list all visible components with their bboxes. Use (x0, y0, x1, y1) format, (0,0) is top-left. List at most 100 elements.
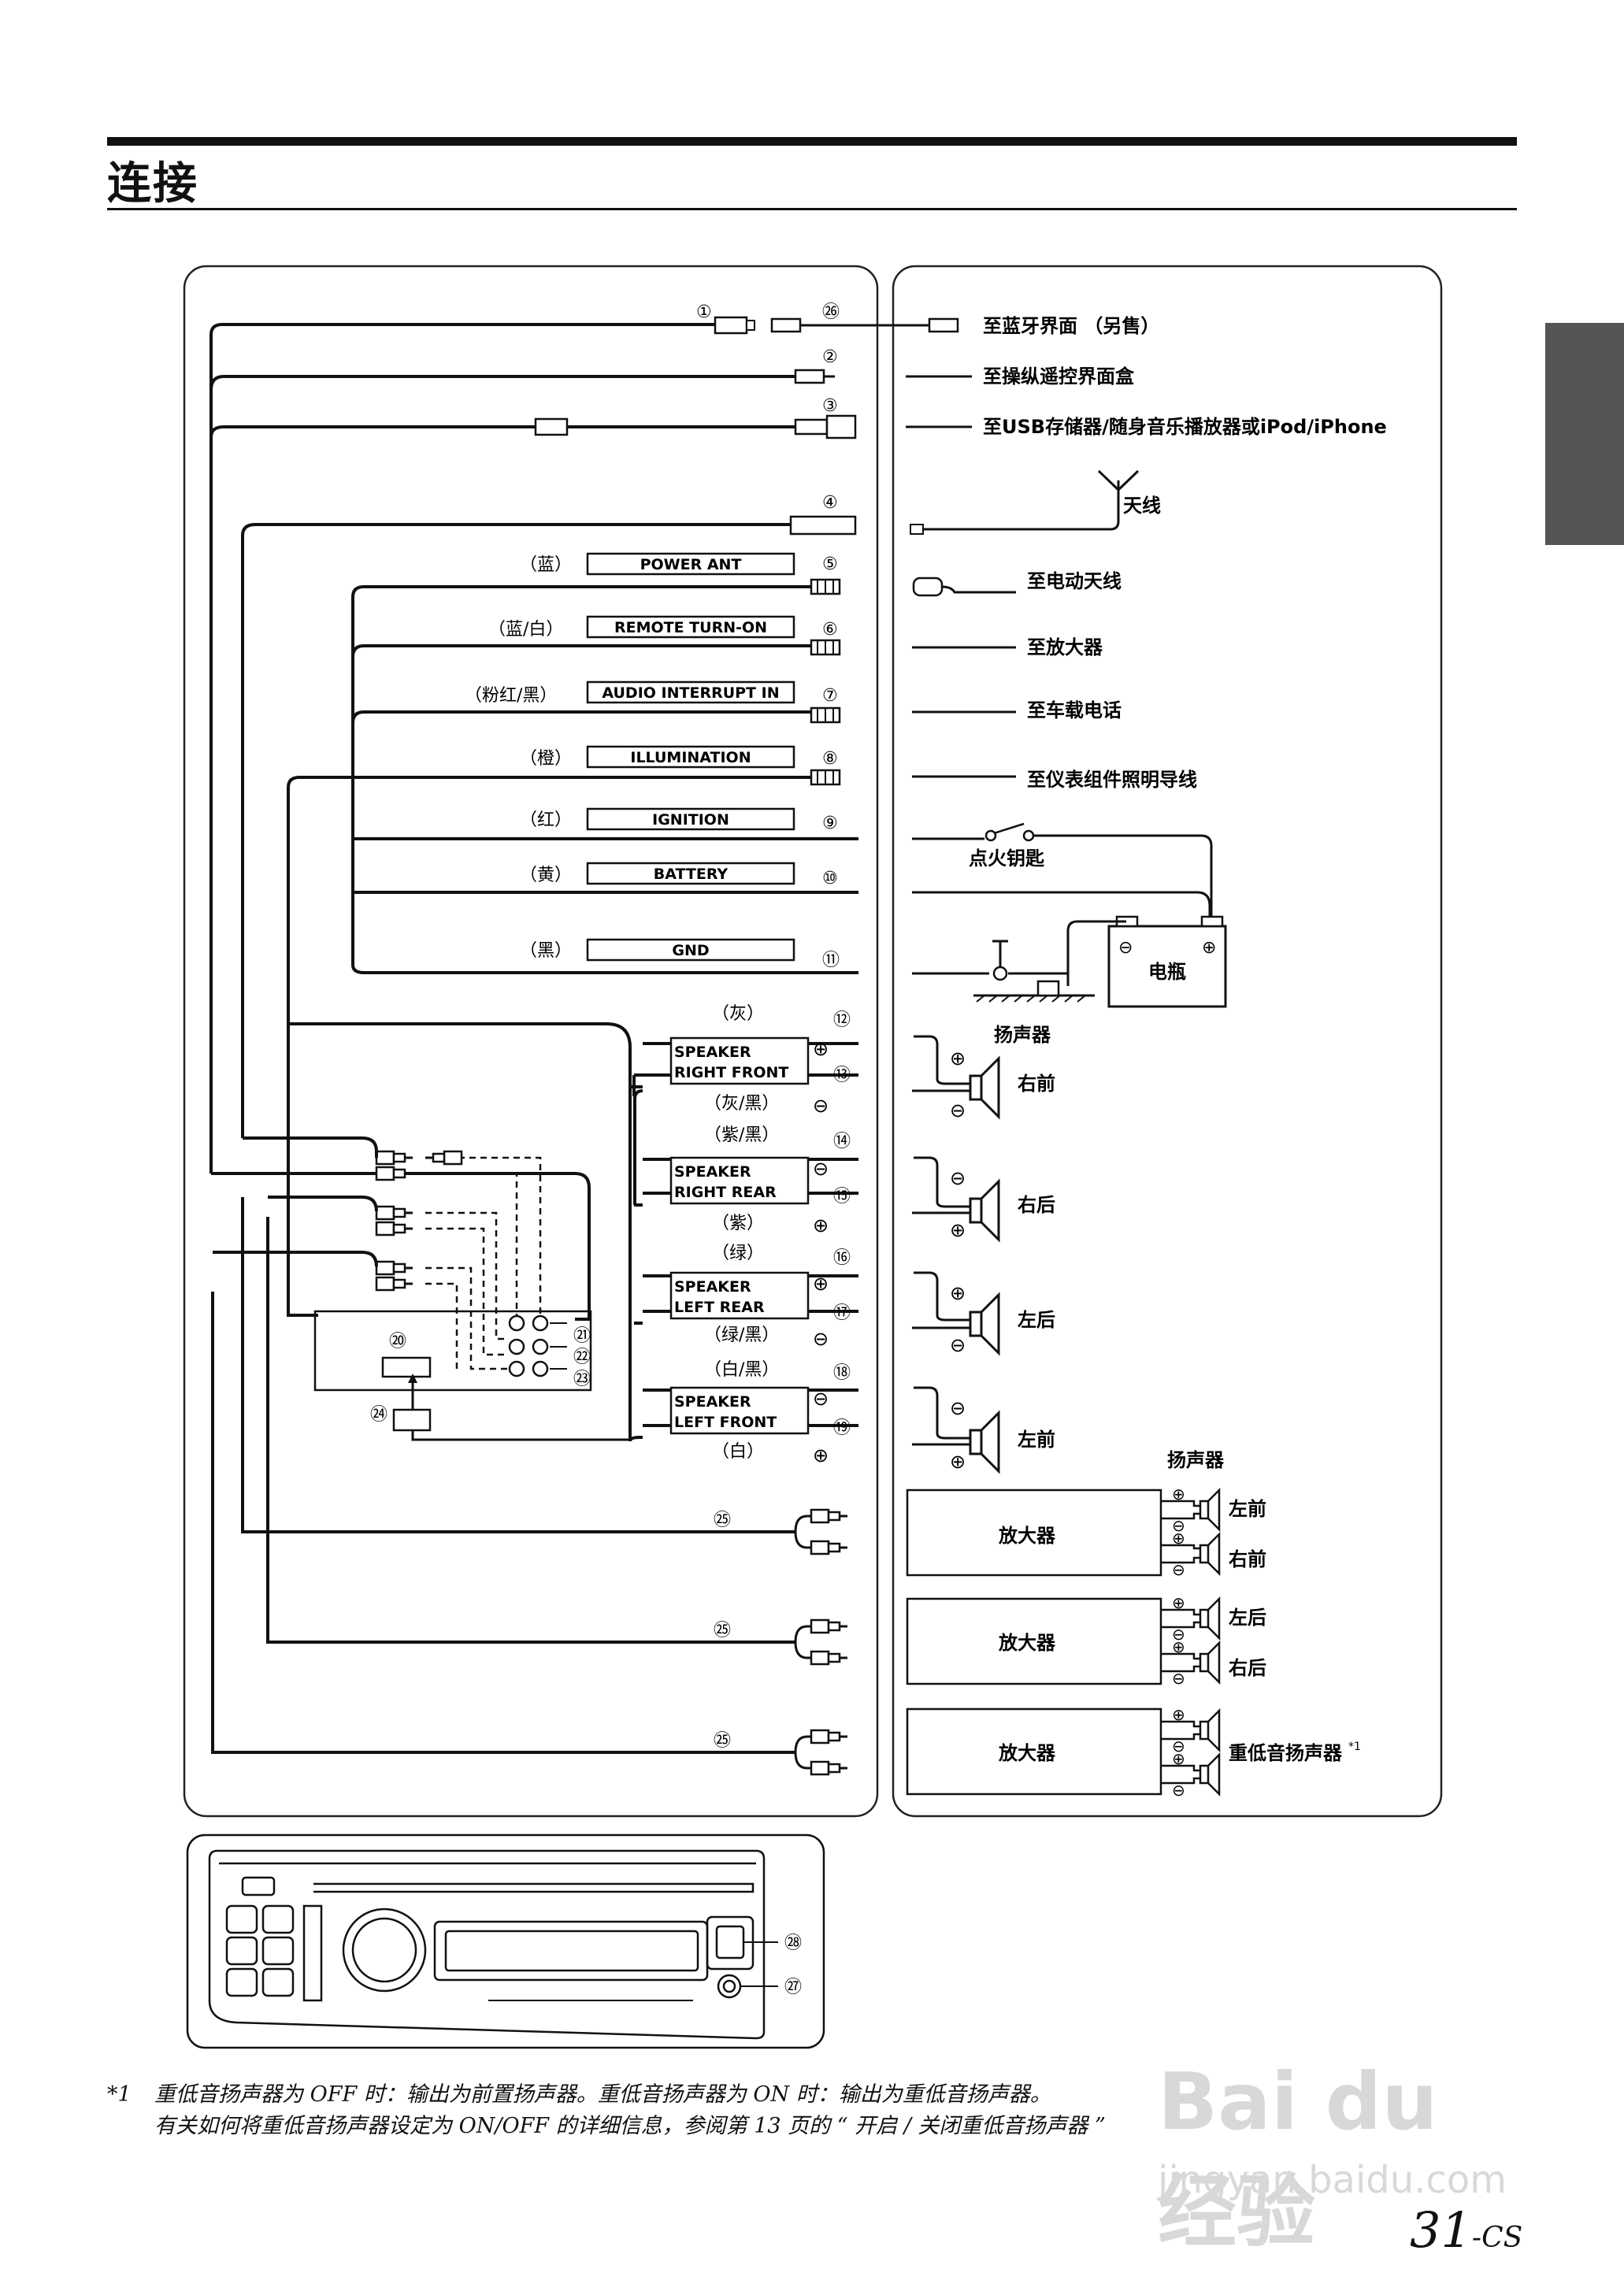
rs-polarity-6: ⊖ (950, 1334, 966, 1356)
amp-3-out-1: 重低音扬声器 (1229, 1742, 1343, 1764)
wire-color-9: （红） (520, 810, 572, 830)
wire-color-labels: （蓝） （蓝/白） （粉红/黑） （橙） （红） （黄） （黑） (465, 555, 572, 961)
amp-pol-4: ⊖ (1172, 1560, 1185, 1579)
amp-2-out-1: 左后 (1229, 1607, 1266, 1629)
speaker-rr-line2: RIGHT REAR (674, 1184, 777, 1201)
amp-3-label: 放大器 (998, 1742, 1056, 1764)
connector-number-15: ⑮ (833, 1187, 851, 1207)
polarity-14: ⊖ (813, 1158, 829, 1180)
dest-power-antenna: 至电动天线 (1027, 570, 1122, 592)
speaker-wire-boxes: SPEAKER RIGHT FRONT SPEAKER RIGHT REAR S… (669, 1036, 810, 1435)
rca-output-plugs (810, 1508, 849, 1776)
page-title: 连接 (107, 158, 198, 209)
connector-number-1: ① (696, 302, 712, 322)
watermark-url: jingyan.baidu.com (1158, 2158, 1507, 2202)
title-rule-bottom (107, 208, 1517, 210)
connector-number-26: ㉖ (822, 302, 840, 322)
dest-bluetooth: 至蓝牙界面 （另售） (983, 315, 1159, 337)
amplifier-boxes (906, 1489, 1162, 1796)
wire-color-6: （蓝/白） (488, 620, 563, 640)
side-tab-marker (1545, 323, 1624, 545)
speaker-rf-line2: RIGHT FRONT (674, 1064, 788, 1081)
amp-pol-1: ⊕ (1172, 1485, 1185, 1503)
speaker-color-19: （白） (712, 1442, 764, 1462)
speaker-polarity-left: ⊕ ⊖ ⊖ ⊕ ⊕ ⊖ ⊖ ⊕ (813, 1038, 829, 1466)
wire-color-5: （蓝） (520, 555, 572, 575)
rs-polarity-8: ⊕ (950, 1451, 966, 1473)
right-speakers (912, 1035, 1000, 1474)
speaker-color-13: （灰/黑） (704, 1094, 779, 1114)
speaker-color-14: （紫/黑） (704, 1125, 779, 1145)
wire-label-audio-interrupt: AUDIO INTERRUPT IN (602, 684, 779, 702)
battery-plus: ⊕ (1202, 938, 1216, 958)
page-number-suffix: -CS (1471, 2222, 1523, 2254)
connector-number-18: ⑱ (833, 1363, 851, 1383)
wire-color-7: （粉红/黑） (465, 686, 557, 706)
polarity-19: ⊕ (813, 1444, 829, 1466)
battery-label: 电瓶 (1148, 961, 1186, 983)
connector-number-27: ㉗ (784, 1978, 802, 1997)
connector-number-25c: ㉕ (714, 1731, 731, 1751)
speaker-lf-line1: SPEAKER (674, 1393, 751, 1411)
amp-1-out-1: 左前 (1229, 1498, 1266, 1520)
speaker-color-17: （绿/黑） (704, 1325, 779, 1345)
connector-number-3: ③ (822, 396, 838, 416)
speaker-color-12: （灰） (712, 1004, 764, 1024)
speaker-dest-rf: 右前 (1018, 1073, 1055, 1095)
connector-number-12: ⑫ (833, 1010, 851, 1030)
speaker-color-labels: （灰） （灰/黑） （紫/黑） （紫） （绿） （绿/黑） （白/黑） （白） (704, 1004, 779, 1462)
footnote-line2: 有关如何将重低音扬声器设定为 ON/OFF 的详细信息，参阅第 13 页的 “ … (154, 2114, 1106, 2138)
speaker-rf-line1: SPEAKER (674, 1044, 751, 1061)
rs-polarity-1: ⊕ (950, 1047, 966, 1070)
watermark-logo: Bai du 经验 (1158, 2056, 1438, 2258)
wire-label-illumination: ILLUMINATION (630, 749, 751, 766)
amp-1-out-2: 右前 (1229, 1548, 1266, 1570)
connector-number-2: ② (822, 347, 838, 367)
polarity-16: ⊕ (813, 1273, 829, 1295)
connector-number-17: ⑰ (833, 1303, 851, 1323)
polarity-15: ⊕ (813, 1214, 829, 1236)
connector-number-7: ⑦ (822, 686, 838, 706)
rs-polarity-5: ⊕ (950, 1282, 966, 1304)
dest-illumination: 至仪表组件照明导线 (1027, 769, 1197, 791)
connector-number-25b: ㉕ (714, 1621, 731, 1641)
wire-label-battery: BATTERY (654, 866, 729, 883)
baidu-watermark: Bai du 经验 jingyan.baidu.com (1158, 2056, 1528, 2258)
dest-amplifier: 至放大器 (1027, 636, 1103, 658)
dest-remote-box: 至操纵遥控界面盒 (983, 365, 1135, 387)
battery-minus: ⊖ (1118, 938, 1133, 958)
page-number: 31-CS (1410, 2201, 1522, 2259)
amp-2-out-2: 右后 (1229, 1657, 1266, 1679)
connector-number-25a: ㉕ (714, 1511, 731, 1530)
connector-number-9: ⑨ (822, 814, 838, 833)
head-unit-rear-connectors: ⑳ ㉔ ㉑ ㉒ ㉓ (313, 1310, 630, 1441)
amp-3-footnote-mark: *1 (1348, 1741, 1361, 1753)
connector-number-11: ⑪ (822, 951, 840, 970)
wire-label-gnd: GND (672, 942, 709, 959)
dest-antenna: 天线 (1123, 495, 1161, 517)
wire-label-power-ant: POWER ANT (640, 556, 742, 573)
speaker-color-16: （绿） (712, 1244, 764, 1263)
amp-pol-9: ⊕ (1172, 1705, 1185, 1724)
power-section (912, 822, 1227, 1008)
connector-number-14: ⑭ (833, 1132, 851, 1151)
amp-pol-10: ⊖ (1172, 1737, 1185, 1756)
left-panel-frame (183, 265, 879, 1818)
connector-number-21: ㉑ (573, 1326, 591, 1346)
connector-number-23: ㉓ (573, 1370, 591, 1389)
harness-rca-plugs (213, 1136, 463, 1292)
polarity-17: ⊖ (813, 1328, 829, 1350)
polarity-13: ⊖ (813, 1095, 829, 1117)
polarity-12: ⊕ (813, 1038, 829, 1060)
dest-car-phone: 至车载电话 (1027, 699, 1122, 721)
amp-pol-8: ⊖ (1172, 1669, 1185, 1688)
footnote-line1: 重低音扬声器为 OFF 时：输出为前置扬声器。重低音扬声器为 ON 时：输出为重… (154, 2082, 1051, 2107)
connector-number-5: ⑤ (822, 554, 838, 574)
amp-pol-11: ⊕ (1172, 1749, 1185, 1768)
amp-pol-3: ⊕ (1172, 1529, 1185, 1548)
amp-pol-12: ⊖ (1172, 1781, 1185, 1800)
right-destinations-top: 至蓝牙界面 （另售） 至操纵遥控界面盒 至USB存储器/随身音乐播放器或iPod… (906, 315, 1387, 791)
wire-numbers: ⑤ ⑥ ⑦ ⑧ ⑨ ⑩ ⑪ (822, 554, 840, 970)
speaker-color-15: （紫） (712, 1214, 764, 1233)
